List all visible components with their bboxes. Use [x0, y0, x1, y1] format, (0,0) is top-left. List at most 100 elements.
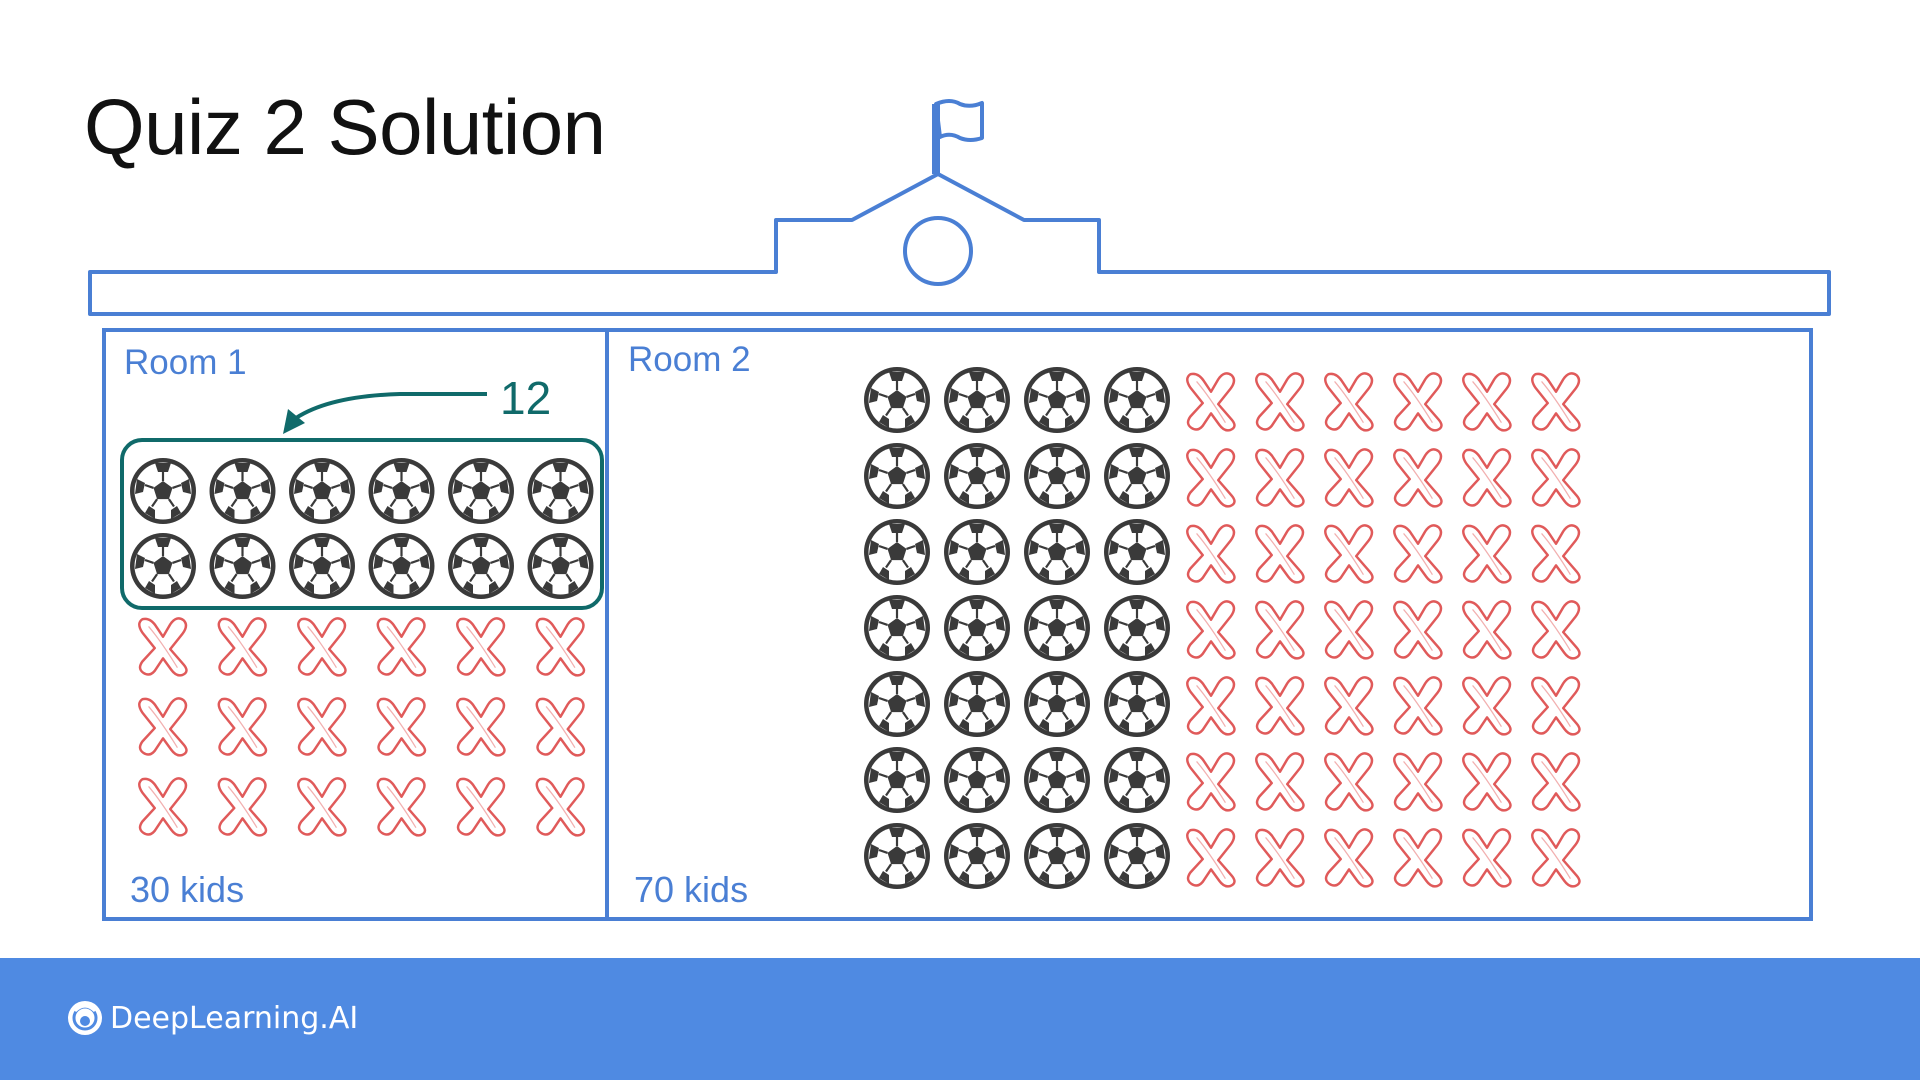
cross-icon [1255, 524, 1305, 584]
room-1-label: Room 1 [124, 343, 247, 382]
brand-logo: DeepLearning.AI [66, 998, 358, 1038]
cross-icon [1324, 448, 1374, 508]
cross-icon [1393, 676, 1443, 736]
kid-marks [128, 365, 1581, 891]
soccer-ball-icon [862, 441, 932, 511]
cross-icon [1462, 372, 1512, 432]
cross-icon [535, 697, 586, 757]
cross-icon [535, 617, 586, 677]
soccer-ball-icon [862, 669, 932, 739]
flag-icon [932, 99, 984, 174]
cross-icon [1186, 372, 1236, 432]
room-2-label: Room 2 [628, 340, 751, 379]
cross-icon [138, 617, 188, 677]
soccer-ball-icon [942, 441, 1012, 511]
cross-icon [1255, 752, 1305, 812]
cross-icon [376, 617, 427, 677]
room-2-frame [605, 328, 1813, 921]
soccer-ball-icon [1102, 821, 1172, 891]
soccer-ball-icon [208, 456, 277, 526]
cross-icon [1186, 676, 1236, 736]
cross-icon [535, 777, 586, 837]
soccer-ball-icon [128, 531, 198, 601]
soccer-ball-icon [942, 365, 1012, 435]
soccer-ball-icon [862, 821, 932, 891]
cross-icon [1324, 828, 1374, 888]
room-1-kids-label: 30 kids [130, 869, 244, 910]
cross-icon [1393, 828, 1443, 888]
selected-group-box [120, 438, 604, 610]
cross-icon [1531, 372, 1581, 432]
soccer-ball-icon [1102, 669, 1172, 739]
footer-bar: DeepLearning.AI [0, 958, 1920, 1080]
soccer-ball-icon [128, 456, 198, 526]
soccer-ball-icon [287, 456, 357, 526]
cross-icon [1393, 372, 1443, 432]
soccer-ball-icon [1102, 517, 1172, 587]
cross-icon [1255, 372, 1305, 432]
cross-icon [1255, 600, 1305, 660]
brand-name: DeepLearning.AI [110, 1000, 359, 1036]
soccer-ball-icon [862, 745, 932, 815]
cross-icon [376, 777, 427, 837]
cross-icon [1186, 448, 1236, 508]
soccer-ball-icon [862, 517, 932, 587]
room-2-kids-label: 70 kids [634, 869, 748, 910]
soccer-ball-icon [1022, 517, 1092, 587]
soccer-ball-icon [942, 669, 1012, 739]
cross-icon [138, 697, 188, 757]
cross-icon [1186, 600, 1236, 660]
cross-icon [1186, 752, 1236, 812]
cross-icon [1462, 600, 1512, 660]
soccer-ball-icon [446, 456, 516, 526]
cross-icon [1531, 828, 1581, 888]
soccer-ball-icon [1022, 441, 1092, 511]
cross-icon [376, 697, 427, 757]
cross-icon [1393, 752, 1443, 812]
cross-icon [217, 777, 268, 837]
soccer-ball-icon [1022, 745, 1092, 815]
soccer-ball-icon [1102, 441, 1172, 511]
soccer-ball-icon [942, 593, 1012, 663]
cross-icon [1255, 676, 1305, 736]
cross-icon [1531, 752, 1581, 812]
cross-icon [456, 777, 506, 837]
soccer-ball-icon [287, 531, 357, 601]
cross-icon [456, 617, 506, 677]
cross-icon [1324, 600, 1374, 660]
cross-icon [297, 617, 347, 677]
cross-icon [1531, 676, 1581, 736]
cross-icon [1462, 676, 1512, 736]
cross-icon [1462, 828, 1512, 888]
soccer-ball-icon [1102, 365, 1172, 435]
cross-icon [1255, 828, 1305, 888]
cross-icon [1324, 676, 1374, 736]
soccer-ball-icon [526, 531, 595, 601]
cross-icon [1531, 448, 1581, 508]
soccer-ball-icon [862, 365, 932, 435]
cross-icon [1393, 600, 1443, 660]
cross-icon [1186, 828, 1236, 888]
cross-icon [1324, 752, 1374, 812]
soccer-ball-icon [1102, 593, 1172, 663]
cross-icon [1393, 448, 1443, 508]
cross-icon [1462, 524, 1512, 584]
selected-count-label: 12 [500, 372, 551, 424]
school-building [88, 99, 1831, 316]
cross-icon [1393, 524, 1443, 584]
cross-icon [297, 777, 347, 837]
cross-icon [1255, 448, 1305, 508]
cross-icon [1324, 372, 1374, 432]
cross-icon [1531, 524, 1581, 584]
cross-icon [1462, 752, 1512, 812]
cross-icon [217, 617, 268, 677]
slide-title: Quiz 2 Solution [84, 83, 606, 171]
soccer-ball-icon [942, 821, 1012, 891]
soccer-ball-icon [1102, 745, 1172, 815]
soccer-ball-icon [367, 531, 436, 601]
cross-icon [1462, 448, 1512, 508]
soccer-ball-icon [942, 745, 1012, 815]
soccer-ball-icon [1022, 365, 1092, 435]
soccer-ball-icon [446, 531, 516, 601]
